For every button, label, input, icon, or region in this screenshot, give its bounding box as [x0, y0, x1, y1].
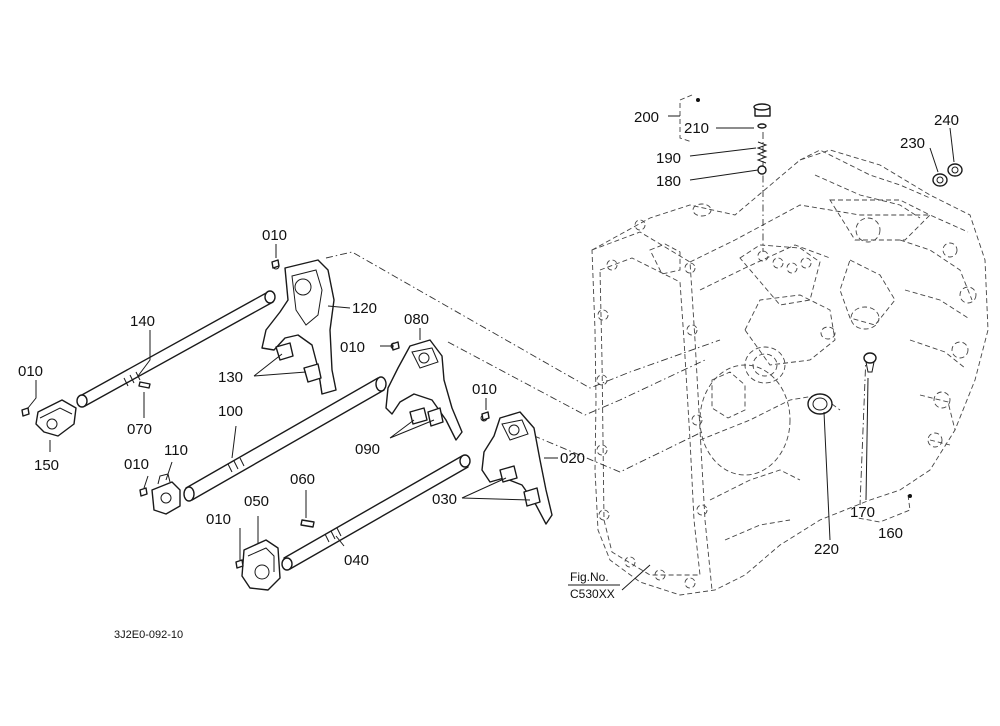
figure-reference[interactable]: Fig.No. C530XX	[568, 570, 620, 601]
label-120[interactable]: 120	[352, 300, 377, 317]
label-080[interactable]: 080	[404, 311, 429, 328]
screws-010	[271, 259, 490, 421]
fork-pad-090	[409, 407, 444, 427]
fork-pad-130	[275, 342, 322, 383]
plug-170	[863, 352, 877, 373]
label-100[interactable]: 100	[218, 403, 243, 420]
label-210[interactable]: 210	[684, 120, 709, 137]
shift-rod-140	[76, 290, 276, 408]
pin-070	[138, 381, 151, 389]
label-150[interactable]: 150	[34, 457, 59, 474]
label-090[interactable]: 090	[355, 441, 380, 458]
label-020[interactable]: 020	[560, 450, 585, 467]
detent-plug-210	[753, 103, 771, 129]
label-010-c[interactable]: 010	[124, 456, 149, 473]
figure-reference-line2: C530XX	[570, 587, 615, 601]
label-110[interactable]: 110	[164, 442, 188, 459]
label-040[interactable]: 040	[344, 552, 369, 569]
label-050[interactable]: 050	[244, 493, 269, 510]
oil-seal-220	[807, 393, 833, 415]
shift-fork-120	[261, 259, 337, 395]
label-220[interactable]: 220	[814, 541, 839, 558]
nut-240	[947, 163, 963, 177]
label-130[interactable]: 130	[218, 369, 243, 386]
shift-fork-080	[385, 339, 463, 441]
shift-block-050	[235, 539, 281, 591]
shift-block-150	[21, 399, 77, 437]
figure-reference-line1: Fig.No.	[570, 570, 609, 584]
shift-rod-100	[183, 376, 387, 502]
group-bracket-200	[679, 94, 700, 143]
label-010-f[interactable]: 010	[206, 511, 231, 528]
detent-spring-190	[756, 141, 768, 164]
label-060[interactable]: 060	[290, 471, 315, 488]
label-160[interactable]: 160	[878, 525, 903, 542]
fork-pad-030	[499, 465, 541, 507]
label-010-b[interactable]: 010	[18, 363, 43, 380]
label-140[interactable]: 140	[130, 313, 155, 330]
label-010-e[interactable]: 010	[472, 381, 497, 398]
part-labels: 010 120 140 010 130 070 150 010 110 100 …	[18, 109, 959, 569]
label-180[interactable]: 180	[656, 173, 681, 190]
label-240[interactable]: 240	[934, 112, 959, 129]
shift-fork-020	[480, 411, 553, 525]
shift-block-110	[139, 473, 181, 515]
transmission-case	[591, 149, 989, 596]
label-190[interactable]: 190	[656, 150, 681, 167]
label-200[interactable]: 200	[634, 109, 659, 126]
group-bracket-160	[857, 494, 912, 523]
label-010-d[interactable]: 010	[340, 339, 365, 356]
label-070[interactable]: 070	[127, 421, 152, 438]
label-030[interactable]: 030	[432, 491, 457, 508]
leader-lines	[27, 115, 955, 591]
label-010-a[interactable]: 010	[262, 227, 287, 244]
label-230[interactable]: 230	[900, 135, 925, 152]
diagram-code: 3J2E0-092-10	[114, 629, 183, 641]
shift-rod-040	[281, 454, 471, 571]
detent-ball-180	[757, 165, 767, 175]
label-170[interactable]: 170	[850, 504, 875, 521]
pin-060	[300, 519, 315, 528]
washer-230	[932, 173, 948, 187]
